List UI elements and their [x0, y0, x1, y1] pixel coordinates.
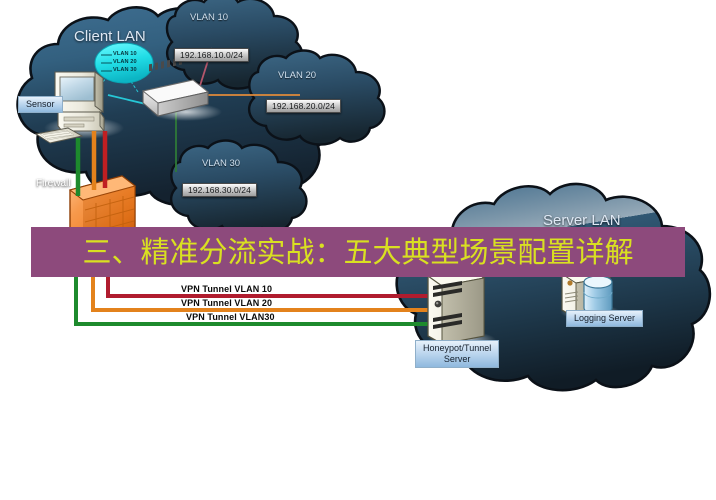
title-banner: 三、精准分流实战：五大典型场景配置详解: [31, 227, 685, 277]
vlan-callout-bubble: [94, 42, 154, 84]
workstation-icon: [34, 71, 124, 144]
switch-icon: [141, 57, 222, 121]
title-banner-text: 三、精准分流实战：五大典型场景配置详解: [82, 234, 634, 269]
firewall-uplinks: [75, 131, 108, 196]
cloud-vlan20: [247, 49, 386, 146]
database-cylinder-icon: [583, 275, 613, 315]
